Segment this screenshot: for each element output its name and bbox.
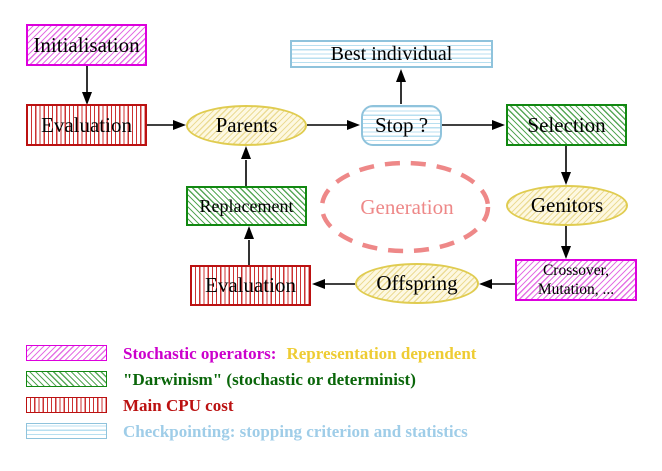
- node-initialisation: Initialisation: [26, 24, 147, 66]
- legend-cyan-stripes-swatch: [26, 423, 107, 439]
- arrow-stop-to-selection: [442, 120, 505, 130]
- arrow-replacement-to-parents: [241, 146, 251, 186]
- node-stop: Stop ?: [361, 105, 442, 146]
- node-selection: Selection: [506, 104, 627, 146]
- arrow-parents-to-stop: [307, 120, 360, 130]
- arrow-genitors-to-crossover: [561, 226, 571, 259]
- arrow-head: [561, 246, 571, 259]
- legend-row-stochastic-operators: Stochastic operators: Representation depe…: [123, 344, 476, 364]
- arrow-head: [561, 172, 571, 185]
- arrow-initialisation-to-evaluation: [82, 66, 92, 105]
- arrow-head: [312, 279, 325, 289]
- node-crossover-mutation: Crossover, Mutation, ...: [515, 259, 637, 301]
- arrow-head: [347, 120, 360, 130]
- arrow-head: [241, 146, 251, 159]
- arrow-head: [173, 120, 186, 130]
- arrow-crossover-to-offspring: [479, 279, 515, 289]
- legend-representation-label: Representation dependent: [286, 344, 477, 363]
- arrow-selection-to-genitors: [561, 146, 571, 185]
- legend-green-hatch-swatch: [26, 371, 107, 387]
- arrow-head: [244, 226, 254, 239]
- legend-red-stripes-swatch: [26, 397, 107, 413]
- crossover-line2: Mutation, ...: [537, 281, 615, 298]
- node-generation-label: Generation: [360, 194, 454, 219]
- crossover-line1: Crossover,: [542, 261, 610, 279]
- node-parents: Parents: [186, 105, 307, 146]
- arrow-head: [492, 120, 505, 130]
- legend-row-cpu-cost: Main CPU cost: [123, 396, 234, 415]
- arrow-evaluation-to-parents: [147, 120, 186, 130]
- arrow-head: [479, 279, 492, 289]
- node-evaluation-top: Evaluation: [26, 104, 147, 146]
- legend-row-darwinism: "Darwinism" (stochastic or determinist): [123, 370, 416, 389]
- node-replacement: Replacement: [186, 186, 307, 226]
- arrow-stop-to-best-individual: [396, 69, 406, 104]
- node-genitors: Genitors: [506, 185, 628, 226]
- node-evaluation-bottom: Evaluation: [190, 265, 311, 306]
- node-best-individual: Best individual: [290, 40, 493, 68]
- arrow-evaluation-to-replacement: [244, 226, 254, 265]
- legend-stochastic-label: Stochastic operators:: [123, 344, 277, 363]
- legend-magenta-hatch-swatch: [26, 345, 107, 361]
- node-offspring: Offspring: [355, 263, 479, 304]
- arrow-offspring-to-evaluation: [312, 279, 355, 289]
- legend-row-checkpointing: Checkpointing: stopping criterion and st…: [123, 422, 468, 441]
- arrow-head: [396, 69, 406, 82]
